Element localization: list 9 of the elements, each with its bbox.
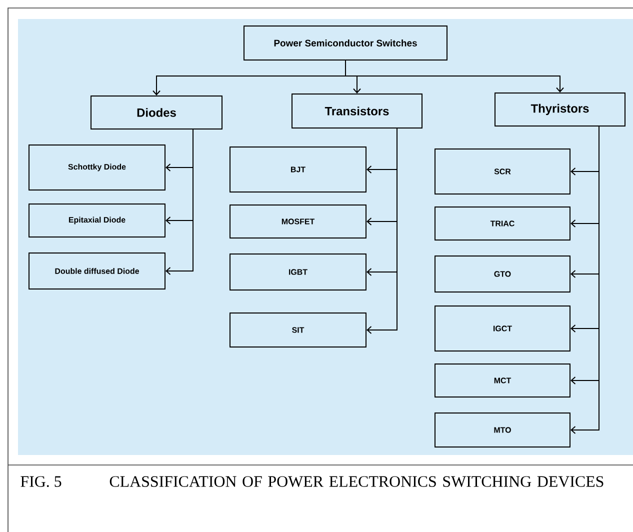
process-box: Transistors bbox=[292, 93, 422, 128]
process-box: Thyristors bbox=[494, 92, 626, 126]
arrow bbox=[166, 128, 194, 275]
arrow bbox=[345, 60, 564, 92]
process-box: Power Semiconductor Switches bbox=[244, 26, 448, 60]
arrow bbox=[366, 128, 398, 334]
figure-number: FIG. 5 bbox=[20, 476, 62, 487]
process-box: Diodes bbox=[90, 95, 222, 130]
caption-text: CLASSIFICATION OF POWER ELECTRONICS SWITCHING DEVICES bbox=[110, 476, 604, 487]
